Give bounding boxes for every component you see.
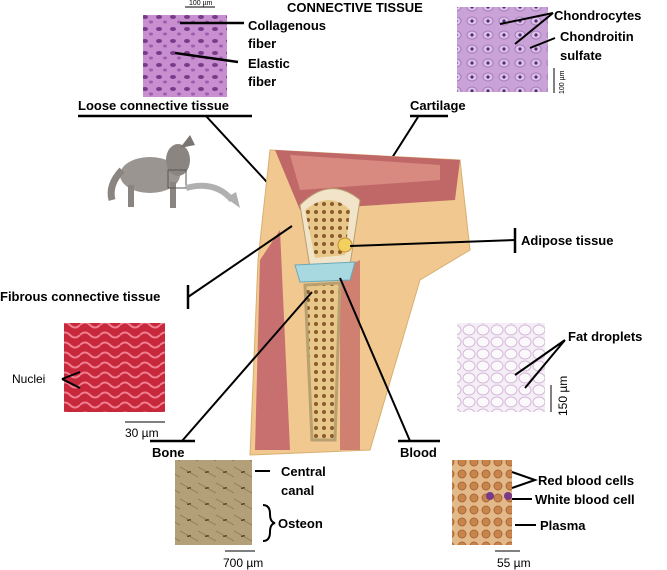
chondrocyte-pointer-2 <box>514 12 554 45</box>
loose-heading: Loose connective tissue <box>78 98 229 113</box>
cartilage-micrograph <box>457 7 548 92</box>
zoom-arrow <box>185 182 235 203</box>
diagram-title: CONNECTIVE TISSUE <box>287 0 423 15</box>
adipose-micrograph <box>457 323 545 412</box>
central-canal-label-1: Central <box>281 464 326 479</box>
central-canal-label-2: canal <box>281 483 314 498</box>
cartilage-heading: Cartilage <box>410 98 466 113</box>
elastic-label-1: Elastic <box>248 56 290 71</box>
adipose-heading: Adipose tissue <box>521 233 613 248</box>
plasma-label: Plasma <box>540 518 586 533</box>
red-blood-cells-label: Red blood cells <box>538 473 634 488</box>
bone-heading: Bone <box>152 445 185 460</box>
adipose-leader <box>349 239 516 247</box>
blood-leader <box>339 277 411 442</box>
loose-scale-label: 100 µm <box>189 0 213 7</box>
chondroitin-label-1: Chondroitin <box>560 29 634 44</box>
leg-cross-section-illustration <box>249 149 471 456</box>
elastic-pointer <box>174 51 239 64</box>
white-blood-cell <box>504 492 512 500</box>
wolf-illustration <box>107 135 240 208</box>
white-blood-cell <box>486 492 494 500</box>
chondrocyte-pointer-1 <box>499 12 554 25</box>
white-blood-cell-label: White blood cell <box>535 492 635 507</box>
collagenous-label-1: Collagenous <box>248 18 326 33</box>
adipose-scale-label: 150 µm <box>556 376 570 416</box>
fibrous-micrograph <box>64 323 165 412</box>
fibrous-heading: Fibrous connective tissue <box>0 289 160 304</box>
fat-droplets-pointer <box>514 339 566 389</box>
collagenous-label-2: fiber <box>248 36 276 51</box>
blood-heading: Blood <box>400 445 437 460</box>
blood-micrograph <box>452 460 512 545</box>
elastic-label-2: fiber <box>248 74 276 89</box>
osteon-brace <box>262 504 276 542</box>
loose-tissue-micrograph <box>143 15 227 97</box>
bone-micrograph <box>175 460 252 545</box>
fibrous-leader <box>187 225 293 298</box>
osteon-label: Osteon <box>278 516 323 531</box>
fat-droplets-label: Fat droplets <box>568 329 642 344</box>
red-cells-pointer <box>511 471 539 489</box>
chondrocytes-label: Chondrocytes <box>554 8 641 23</box>
nuclei-label: Nuclei <box>12 372 45 386</box>
cartilage-scale-label: 100 µm <box>559 70 566 94</box>
nuclei-pointer <box>61 371 81 389</box>
chondroitin-pointer <box>529 37 556 49</box>
fibrous-scale-label: 30 µm <box>125 426 159 440</box>
bone-scale-label: 700 µm <box>223 556 263 570</box>
bone-leader <box>181 291 313 442</box>
wolf-focus-box <box>167 169 187 189</box>
blood-scale-label: 55 µm <box>497 556 531 570</box>
chondroitin-label-2: sulfate <box>560 48 602 63</box>
